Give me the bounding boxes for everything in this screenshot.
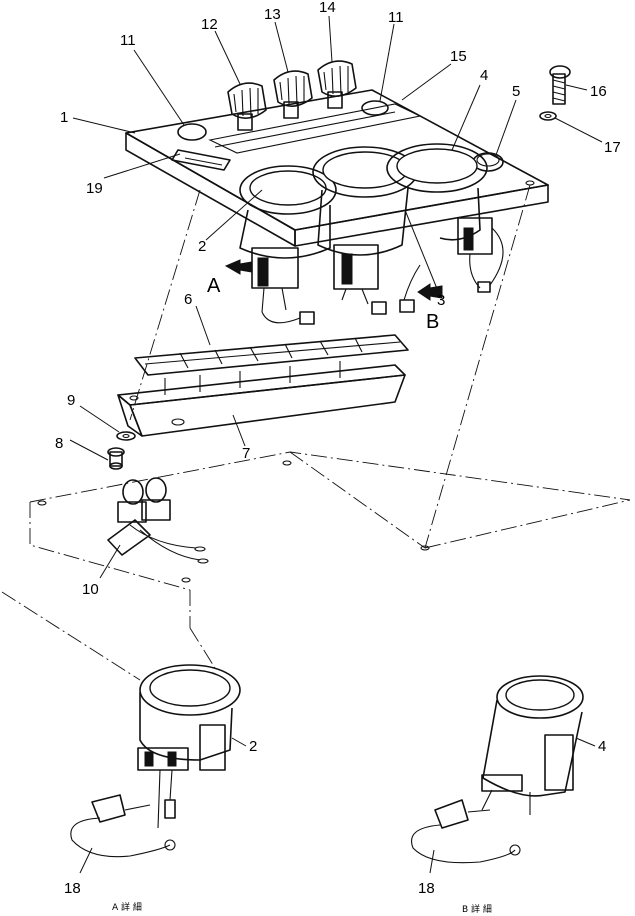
callout-7: 7	[242, 445, 250, 462]
detail-b-gauge	[411, 675, 584, 864]
callout-11-right: 11	[388, 9, 404, 26]
callout-5: 5	[512, 83, 520, 100]
assembly-guide-lines	[1, 184, 631, 681]
lamp-sockets	[107, 477, 209, 564]
detail-a-caption: A 詳 細	[112, 901, 142, 913]
detail-a-callout-18: 18	[64, 880, 81, 897]
rotary-knobs	[227, 60, 357, 131]
gauges	[239, 143, 504, 325]
detail-a-gauge	[70, 664, 241, 858]
leader-lines	[69, 15, 603, 874]
callout-4: 4	[480, 67, 488, 84]
callout-16: 16	[590, 83, 607, 100]
gauge-2	[239, 165, 337, 325]
callout-8: 8	[55, 435, 63, 452]
callout-12: 12	[201, 16, 218, 33]
detail-b-callout-4: 4	[598, 738, 606, 755]
callout-10: 10	[82, 581, 99, 598]
callout-17: 17	[604, 139, 621, 156]
washer-17	[539, 111, 557, 121]
detail-b-caption: B 詳 細	[462, 903, 492, 915]
knob-13	[273, 70, 313, 119]
callout-labels: 1 2 3 4 5 6 7 8 9 10 11 11 12 13 14 15 1…	[55, 0, 621, 897]
callout-14: 14	[319, 0, 336, 16]
mounting-bracket	[117, 361, 406, 437]
detail-b-callout-18: 18	[418, 880, 435, 897]
callout-2: 2	[198, 238, 206, 255]
indicator-lamp-case	[134, 334, 409, 376]
knob-12	[227, 82, 267, 131]
view-label-b: B	[426, 311, 439, 333]
callout-3: 3	[437, 292, 445, 309]
bolt-8	[107, 447, 125, 470]
view-label-a: A	[207, 275, 221, 297]
callout-6: 6	[184, 291, 192, 308]
instrument-panel	[125, 89, 549, 247]
bolt-16	[549, 65, 571, 105]
callout-9: 9	[67, 392, 75, 409]
gauge-4	[386, 143, 504, 313]
callout-19: 19	[86, 180, 103, 197]
callout-15: 15	[450, 48, 467, 65]
callout-1: 1	[60, 109, 68, 126]
knob-14	[317, 60, 357, 109]
callout-11-left: 11	[120, 32, 136, 49]
washer-9	[116, 431, 136, 441]
hardware	[107, 65, 571, 470]
callout-13: 13	[264, 6, 281, 23]
detail-a-callout-2: 2	[249, 738, 257, 755]
view-arrows: A B	[207, 259, 443, 333]
